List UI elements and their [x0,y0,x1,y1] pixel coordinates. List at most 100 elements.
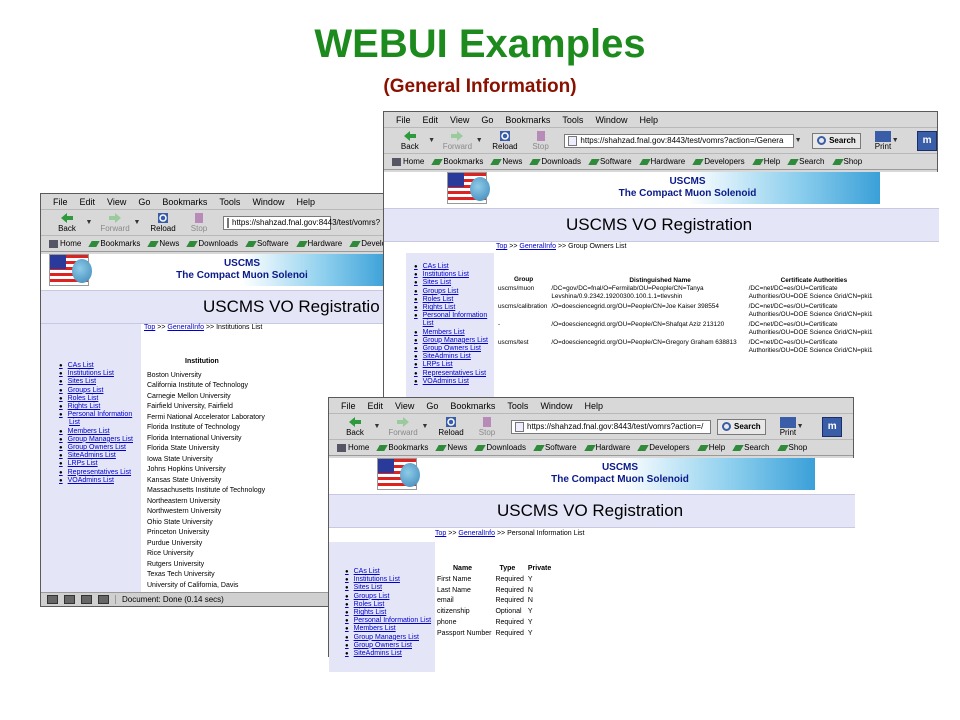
pt-developers[interactable]: Developers [637,443,690,452]
navigator-icon[interactable] [47,595,58,604]
pt-hardware[interactable]: Hardware [583,443,630,452]
nav-item[interactable]: SiteAdmins List [345,650,435,658]
menu-tools[interactable]: Tools [507,400,529,411]
nav-sites-list[interactable]: Sites List [59,378,141,386]
menu-bookmarks[interactable]: Bookmarks [450,400,496,411]
nav-item[interactable]: SiteAdmins List [414,353,494,361]
nav-item[interactable]: Group Owners List [414,345,494,353]
nav-item[interactable]: Groups List [414,288,494,296]
pt-developers[interactable]: Developers [692,157,745,166]
pt-shop[interactable]: Shop [776,443,807,452]
menu-edit[interactable]: Edit [79,196,96,207]
reload-button[interactable]: Reload [145,212,181,233]
nav-representatives-list[interactable]: Representatives List [59,469,141,477]
nav-group-owners-list[interactable]: Group Owners List [59,444,141,452]
menu-view[interactable]: View [450,114,470,125]
pt-home[interactable]: Home [49,239,81,248]
pt-software[interactable]: Software [588,157,632,166]
nav-item[interactable]: Personal Information List [414,312,494,328]
nav-lrps-list[interactable]: LRPs List [59,460,141,468]
nav-members-list[interactable]: Members List [59,428,141,436]
forward-dropdown-icon[interactable]: ▼ [133,219,141,226]
menu-edit[interactable]: Edit [367,400,384,411]
pt-bookmarks[interactable]: Bookmarks [88,239,140,248]
print-dropdown-icon[interactable]: ▼ [796,423,804,430]
menu-file[interactable]: File [396,114,411,125]
pt-help[interactable]: Help [696,443,725,452]
print-dropdown-icon[interactable]: ▼ [891,137,899,144]
menu-bookmarks[interactable]: Bookmarks [505,114,551,125]
pt-news[interactable]: News [490,157,522,166]
url-field[interactable]: https://shahzad.fnal.gov:8443/test/vomrs… [564,133,795,148]
nav-item[interactable]: Group Managers List [414,337,494,345]
back-dropdown-icon[interactable]: ▼ [373,423,381,430]
menu-view[interactable]: View [395,400,415,411]
menu-window[interactable]: Window [595,114,628,125]
nav-siteadmins-list[interactable]: SiteAdmins List [59,452,141,460]
back-dropdown-icon[interactable]: ▼ [428,137,436,144]
search-button[interactable]: Search [717,418,766,435]
nav-item[interactable]: Rights List [345,609,435,617]
nav-item[interactable]: Institutions List [345,576,435,584]
nav-group-managers-list[interactable]: Group Managers List [59,436,141,444]
stop-button[interactable]: Stop [181,212,217,233]
nav-item[interactable]: Sites List [345,584,435,592]
search-button[interactable]: Search [812,132,861,149]
nav-item[interactable]: Group Managers List [345,634,435,642]
back-button[interactable]: Back [392,130,428,151]
reload-button[interactable]: Reload [487,130,523,151]
menu-tools[interactable]: Tools [562,114,584,125]
nav-voadmins-list[interactable]: VOAdmins List [59,477,141,485]
menu-view[interactable]: View [107,196,127,207]
menu-help[interactable]: Help [639,114,658,125]
pt-downloads[interactable]: Downloads [474,443,526,452]
menu-help[interactable]: Help [584,400,603,411]
menu-window[interactable]: Window [540,400,573,411]
pt-bookmarks[interactable]: Bookmarks [431,157,483,166]
nav-personal-info-list[interactable]: Personal Information [59,411,141,419]
print-button[interactable]: Print [780,416,796,437]
back-button[interactable]: Back [49,212,85,233]
pt-bookmarks[interactable]: Bookmarks [376,443,428,452]
pt-software[interactable]: Software [533,443,577,452]
pt-hardware[interactable]: Hardware [638,157,685,166]
crumb-top-link[interactable]: Top [144,324,156,331]
pt-home[interactable]: Home [392,157,424,166]
menu-help[interactable]: Help [296,196,315,207]
composer-icon[interactable] [81,595,92,604]
nav-item[interactable]: Representatives List [414,370,494,378]
menu-go[interactable]: Go [426,400,439,411]
crumb-top-link[interactable]: Top [435,530,447,537]
crumb-generalinfo-link[interactable]: GeneralInfo [519,243,556,250]
menu-bookmarks[interactable]: Bookmarks [162,196,208,207]
addressbook-icon[interactable] [98,595,109,604]
menu-go[interactable]: Go [481,114,494,125]
nav-item[interactable]: LRPs List [414,361,494,369]
pt-downloads[interactable]: Downloads [529,157,581,166]
pt-shop[interactable]: Shop [831,157,862,166]
nav-item[interactable]: Sites List [414,279,494,287]
pt-search[interactable]: Search [787,157,825,166]
nav-roles-list[interactable]: Roles List [59,395,141,403]
menu-window[interactable]: Window [252,196,285,207]
nav-item[interactable]: Roles List [414,296,494,304]
pt-help[interactable]: Help [751,157,780,166]
menu-edit[interactable]: Edit [422,114,439,125]
forward-button[interactable]: Forward [97,212,133,233]
nav-item[interactable]: CAs List [345,568,435,576]
url-field[interactable]: https://shahzad.fnal.gov:8443/test/vomrs… [223,215,380,230]
mail-icon[interactable] [64,595,75,604]
nav-item[interactable]: Institutions List [414,271,494,279]
pt-home[interactable]: Home [337,443,369,452]
nav-item[interactable]: CAs List [414,263,494,271]
nav-item[interactable]: Rights List [414,304,494,312]
nav-item[interactable]: Personal Information List [345,617,435,625]
back-dropdown-icon[interactable]: ▼ [85,219,93,226]
pt-hardware[interactable]: Hardware [295,239,342,248]
pt-search[interactable]: Search [732,443,770,452]
menu-tools[interactable]: Tools [219,196,241,207]
stop-button[interactable]: Stop [523,130,559,151]
crumb-generalinfo-link[interactable]: GeneralInfo [458,530,495,537]
reload-button[interactable]: Reload [433,416,469,437]
nav-item[interactable]: Groups List [345,593,435,601]
